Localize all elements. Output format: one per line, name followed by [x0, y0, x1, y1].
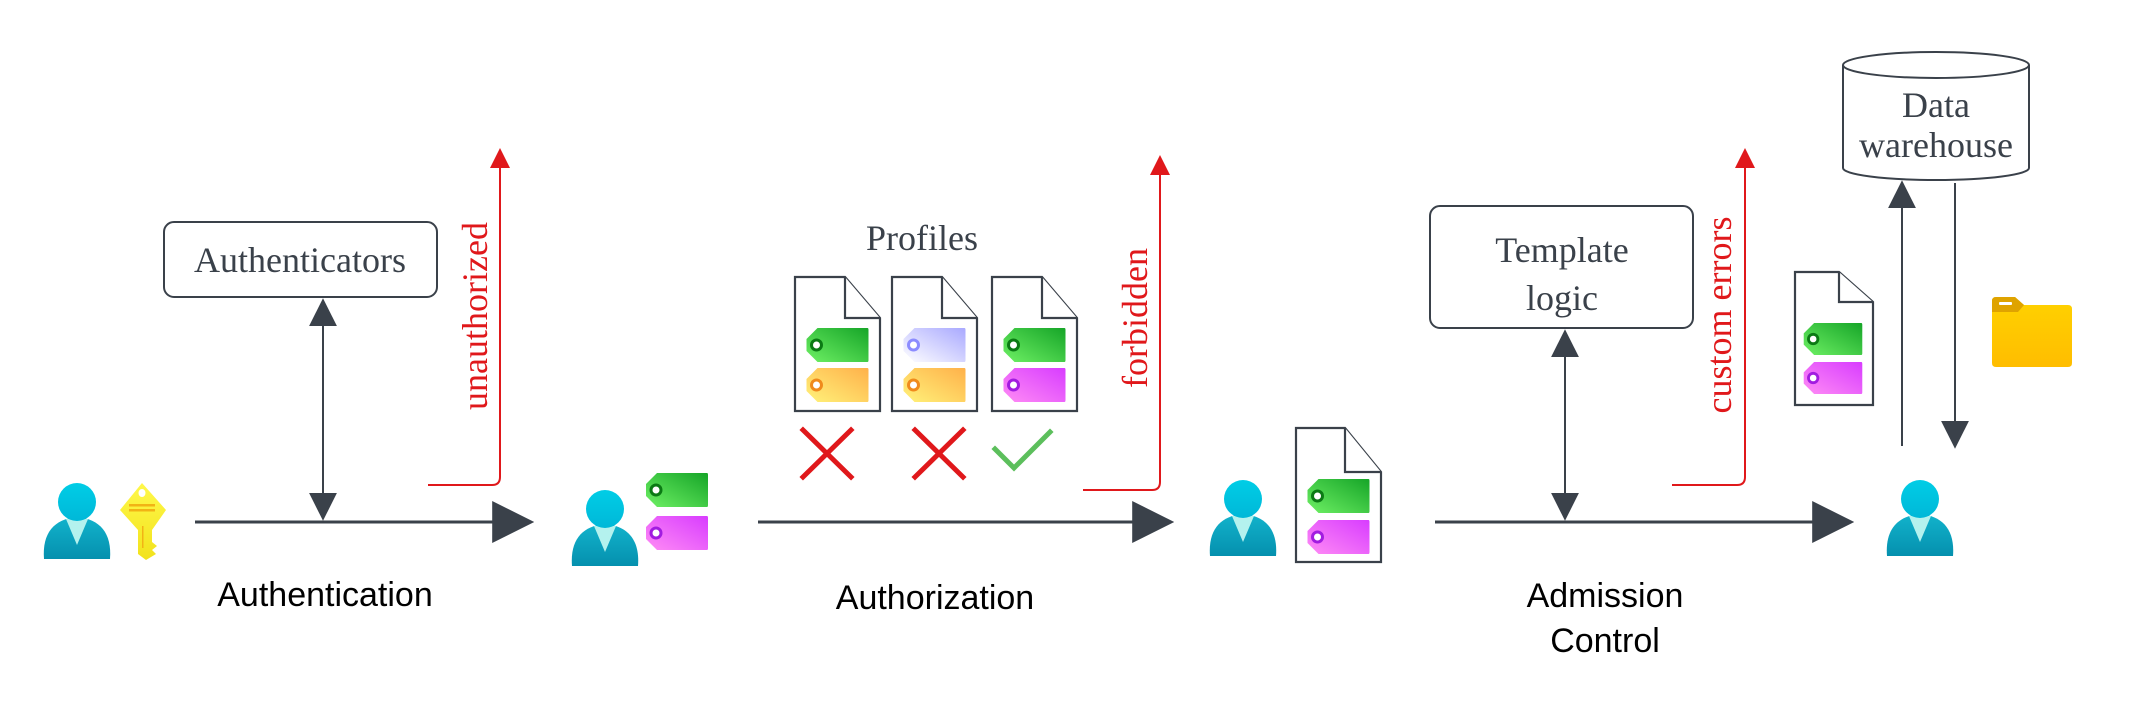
authorization-stage-label: Authorization	[836, 579, 1034, 617]
forbidden-label: forbidden	[1115, 248, 1155, 388]
tag-green-icon	[645, 472, 709, 508]
forbidden-error-arrow	[1083, 155, 1170, 491]
template-logic-box: Template logic	[1429, 205, 1694, 329]
authentication-stage-label: Authentication	[217, 576, 433, 614]
admission-control-label-line1: Admission	[1527, 577, 1684, 615]
unauthorized-error-arrow	[428, 148, 510, 486]
key-icon	[120, 483, 166, 560]
profile-document-3	[990, 275, 1079, 413]
template-logic-label-line2: logic	[1526, 278, 1598, 318]
folder-icon	[1992, 297, 2072, 367]
user-icon	[571, 490, 639, 566]
authenticators-label: Authenticators	[194, 240, 406, 280]
rejected-x-icon	[911, 426, 967, 481]
request-document	[1793, 270, 1875, 407]
custom-errors-arrow	[1672, 148, 1755, 486]
stage-data-warehouse: Data warehouse	[1793, 51, 2072, 556]
tag-lavender-icon	[902, 327, 967, 363]
tag-magenta-icon	[645, 515, 709, 551]
profile-document-2	[890, 275, 979, 413]
tag-green-icon	[1802, 322, 1864, 356]
data-warehouse-cylinder: Data warehouse	[1842, 51, 2030, 181]
authenticators-box: Authenticators	[163, 221, 438, 298]
tag-magenta-icon	[1306, 519, 1371, 555]
admission-control-label-line2: Control	[1550, 622, 1660, 660]
profile-document-1	[793, 275, 882, 413]
tag-green-icon	[805, 327, 870, 363]
data-warehouse-label-line1: Data	[1902, 85, 1970, 125]
stage-authorization: Profiles forb	[571, 155, 1175, 617]
tag-green-icon	[1002, 327, 1067, 363]
tag-magenta-icon	[1002, 367, 1067, 403]
tag-magenta-icon	[1802, 361, 1864, 395]
custom-errors-label: custom errors	[1699, 217, 1739, 414]
tag-orange-icon	[805, 367, 870, 403]
unauthorized-label: unauthorized	[455, 222, 495, 410]
stage-authentication: Authenticators unauthorized Authenticati…	[43, 148, 535, 614]
data-warehouse-label-line2: warehouse	[1859, 125, 2013, 165]
user-icon	[1209, 480, 1277, 556]
profiles-label: Profiles	[866, 218, 978, 258]
stage-admission-control: Template logic custom errors Admission C…	[1209, 148, 1855, 660]
template-logic-label-line1: Template	[1495, 230, 1628, 270]
accepted-check-icon	[991, 428, 1054, 472]
tag-orange-icon	[902, 367, 967, 403]
tag-green-icon	[1306, 478, 1371, 514]
user-icon	[43, 483, 111, 559]
rejected-x-icon	[799, 426, 855, 481]
user-icon	[1886, 480, 1954, 556]
user-profile-document	[1294, 426, 1383, 564]
